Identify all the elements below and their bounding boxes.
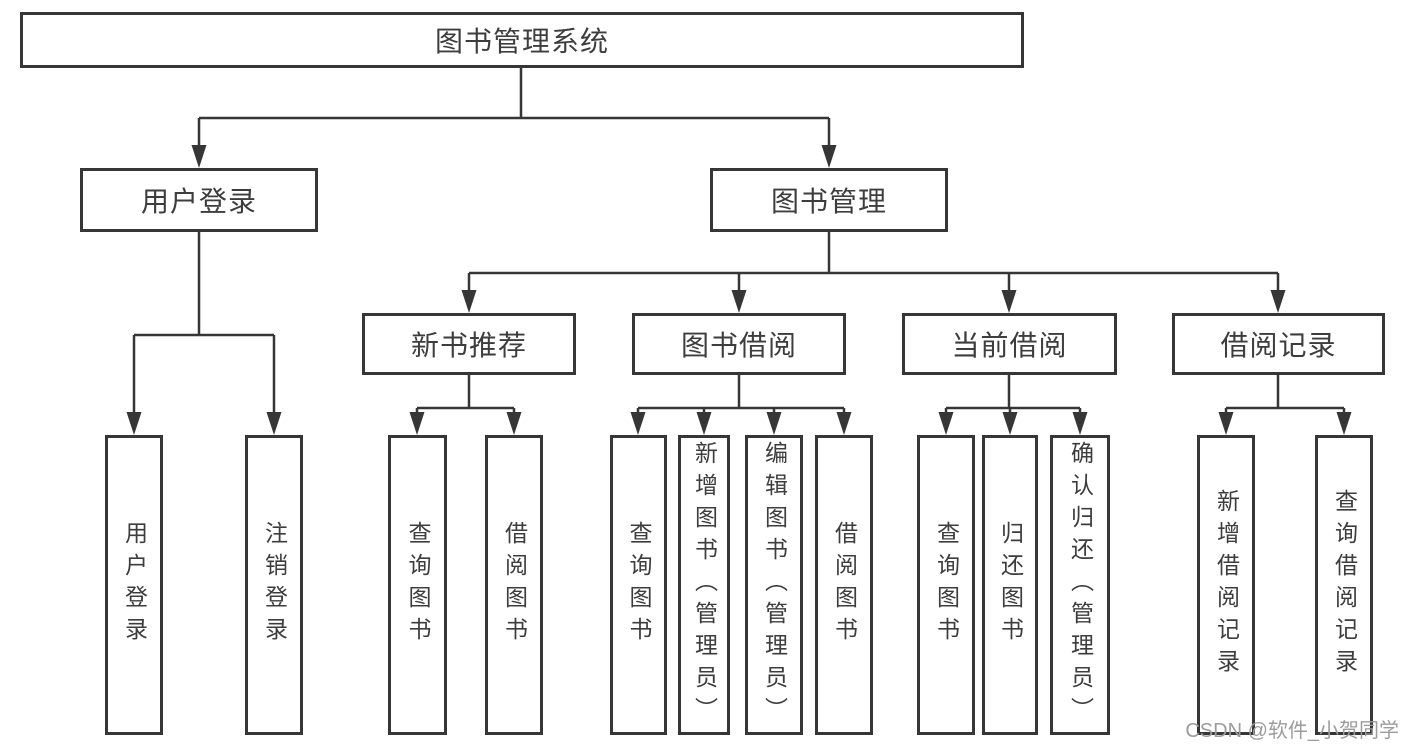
node-label: 注销登录 [261,521,288,649]
node-new-book-recommend: 新书推荐 [362,313,576,375]
node-book-management: 图书管理 [710,168,948,232]
node-label: 归还图书 [997,521,1024,649]
node-label: 图书管理 [770,186,887,217]
leaf-edit-books-admin: 编辑图书（管理员） [745,435,803,735]
node-book-borrow: 图书借阅 [632,313,846,375]
node-label: 查询图书 [933,521,960,649]
node-label: 图书借阅 [680,330,797,361]
leaf-query-books-borrow: 查询图书 [610,435,667,735]
node-label: 图书管理系统 [434,26,609,57]
leaf-user-login: 用户登录 [105,435,163,735]
leaf-add-borrow-record: 新增借阅记录 [1197,435,1255,735]
leaf-return-books: 归还图书 [982,435,1038,735]
node-library-management-system: 图书管理系统 [20,12,1024,68]
node-label: 借阅图书 [501,521,528,649]
leaf-borrow-books: 借阅图书 [815,435,873,735]
leaf-query-borrow-record: 查询借阅记录 [1315,435,1373,735]
node-label: 查询图书 [405,521,431,649]
node-label: 当前借阅 [951,330,1068,361]
csdn-watermark: CSDN @软件_小贺同学 [1185,720,1399,742]
node-label: 查询图书 [626,521,652,649]
node-label: 借阅记录 [1220,330,1337,361]
node-label: 借阅图书 [831,521,858,649]
node-borrow-records: 借阅记录 [1172,313,1385,375]
leaf-confirm-return-admin: 确认归还（管理员） [1050,435,1110,735]
leaf-query-books-current: 查询图书 [917,435,975,735]
node-label: 新增借阅记录 [1213,489,1240,681]
node-label: 编辑图书（管理员） [761,441,788,729]
node-label: 确认归还（管理员） [1067,441,1094,729]
node-label: 查询借阅记录 [1331,489,1358,681]
leaf-add-books-admin: 新增图书（管理员） [678,435,730,735]
leaf-query-books-recommend: 查询图书 [388,435,447,735]
node-label: 用户登录 [140,186,257,217]
leaf-logout-login: 注销登录 [245,435,303,735]
node-user-login: 用户登录 [80,168,318,232]
node-label: 新书推荐 [410,330,527,361]
node-label: 用户登录 [121,521,148,649]
node-label: 新增图书（管理员） [691,441,718,729]
node-current-borrow: 当前借阅 [902,313,1117,375]
leaf-borrow-books-recommend: 借阅图书 [485,435,543,735]
